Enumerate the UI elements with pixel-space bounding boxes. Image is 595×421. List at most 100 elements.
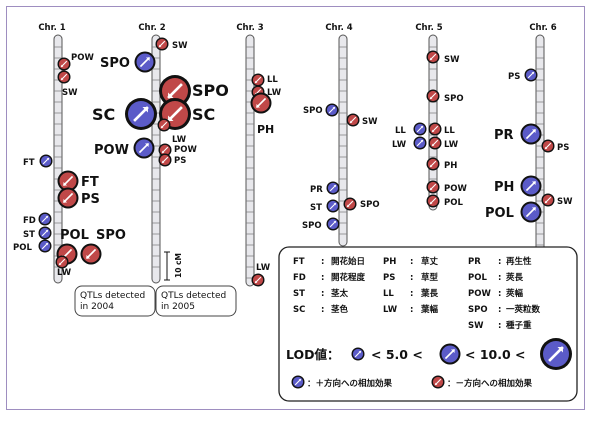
qtl-ps-chr2: PS — [158, 153, 186, 167]
qtl-trait-label: PS — [557, 143, 569, 153]
legend-trait-sw: SW:種子重 — [468, 320, 532, 331]
lod-threshold-1: < 5.0 < — [371, 347, 423, 362]
legend-trait-abbr: SC — [293, 305, 305, 315]
qtl-marker — [346, 113, 360, 127]
qtl-trait-label: SC — [92, 105, 115, 124]
qtl-marker — [251, 273, 265, 287]
arrow-head — [430, 164, 433, 167]
legend-trait-abbr: SW — [468, 321, 484, 331]
qtl-lw-chr2: LW — [157, 118, 187, 145]
arrow-head — [63, 198, 68, 203]
arrow-head — [531, 181, 536, 186]
qtl-trait-label: SW — [557, 197, 573, 207]
qtl-ps-chr6: PS — [541, 139, 569, 153]
qtl-ft-chr1: FT — [23, 154, 53, 168]
legend-trait-separator: : — [410, 257, 413, 267]
legend-trait-name: 再生性 — [506, 256, 532, 267]
qtl-marker — [158, 153, 172, 167]
qtl-marker — [520, 175, 542, 197]
legend-trait-separator: : — [321, 257, 324, 267]
lod-small-marker — [351, 347, 365, 361]
arrow-head — [545, 200, 548, 203]
chromosome-label: Chr. 6 — [529, 23, 556, 33]
legend-trait-name: 開花始日 — [331, 256, 365, 267]
qtl-marker — [80, 243, 102, 265]
arrow-head — [45, 216, 48, 219]
legend-trait-abbr: PH — [383, 257, 396, 267]
qtl-marker — [426, 89, 440, 103]
legend-trait-pow: POW:莢幅 — [468, 288, 524, 299]
arrow-head — [531, 72, 534, 75]
qtl-trait-label: SPO — [303, 106, 323, 116]
legend-trait-abbr: PR — [468, 257, 481, 267]
qtl-marker — [343, 197, 357, 211]
qtl-marker — [55, 255, 69, 269]
qtl-marker — [541, 193, 555, 207]
qtl-st-chr4: ST — [310, 199, 340, 213]
qtl-pol-chr6: POL — [485, 201, 542, 223]
qtl-spo-chr5: SPO — [426, 89, 464, 104]
lod-large-marker — [540, 338, 572, 370]
qtl-lw-chr3: LW — [251, 263, 271, 287]
legend-trait-pr: PR: 再生性 — [468, 256, 532, 267]
arrow-head — [255, 280, 258, 283]
qtl-spo-chr2: SPO — [159, 75, 229, 107]
lod-medium-marker — [439, 343, 461, 365]
legend-border — [278, 246, 578, 402]
qtl-marker — [134, 51, 156, 73]
qtl-trait-label: LL — [267, 75, 278, 85]
qtl-trait-label: PR — [310, 185, 323, 195]
legend-trait-name: 開花程度 — [331, 272, 366, 283]
arrow-head — [332, 107, 335, 110]
arrow-head — [435, 382, 438, 385]
qtl-marker — [326, 181, 340, 195]
qtl-trait-label: SPO — [360, 200, 380, 210]
lod-threshold-2: < 10.0 < — [465, 347, 526, 362]
qtl-spo-chr2: SPO — [100, 51, 156, 73]
qtl-marker — [38, 226, 52, 240]
qtl-marker — [38, 212, 52, 226]
qtl-pow-chr5: POW — [426, 180, 467, 194]
figure-frame — [6, 6, 585, 410]
legend-trait-separator: : — [498, 257, 501, 267]
qtl-trait-label: ST — [310, 203, 322, 213]
qtl-sc-chr2: SC — [92, 98, 157, 130]
qtl-lw-chr5: LW — [428, 136, 459, 150]
arrow-head — [298, 379, 301, 382]
qtl-marker — [426, 157, 440, 171]
qtl-marker — [157, 118, 171, 132]
legend-trait-separator: : — [410, 273, 413, 283]
arrow-head — [256, 103, 261, 108]
qtl-marker — [38, 239, 52, 253]
qtl-marker — [250, 92, 272, 114]
arrow-head — [432, 143, 435, 146]
qtl-trait-label: POL — [444, 198, 463, 208]
qtl-pr-chr6: PR — [494, 123, 542, 145]
arrow-head — [557, 347, 563, 353]
qtl-ps-chr6: PS — [508, 68, 538, 82]
arrow-head — [61, 77, 64, 80]
qtl-lw-chr5: LW — [392, 136, 427, 150]
arrow-head — [59, 262, 62, 265]
legend-trait-ps: PS:草型 — [383, 272, 439, 283]
qtl-marker — [57, 187, 79, 209]
legend-trait-abbr: PS — [383, 273, 395, 283]
qtl-marker — [428, 122, 442, 136]
qtl-sw-chr5: SW — [426, 50, 460, 65]
legend-trait-ph: PH:草丈 — [383, 256, 439, 267]
arrow-head — [61, 64, 64, 67]
qtl-st-chr1: ST — [23, 226, 52, 240]
qtl-trait-label: PS — [174, 156, 186, 166]
qtl-pol-chr5: POL — [426, 194, 463, 208]
legend-trait-separator: : — [321, 289, 324, 299]
arrow-head — [162, 150, 165, 153]
qtl-marker — [57, 170, 79, 192]
qtl-trait-label: POL — [60, 228, 89, 243]
legend-trait-abbr: FT — [293, 257, 305, 267]
qtl-trait-label: LW — [267, 88, 282, 98]
chromosome-1: Chr. 1 — [38, 23, 66, 284]
arrow-head — [86, 254, 91, 259]
qtl-trait-label: PH — [444, 161, 457, 171]
legend-trait-abbr: LL — [383, 289, 394, 299]
legend-trait-abbr: POL — [468, 273, 487, 283]
